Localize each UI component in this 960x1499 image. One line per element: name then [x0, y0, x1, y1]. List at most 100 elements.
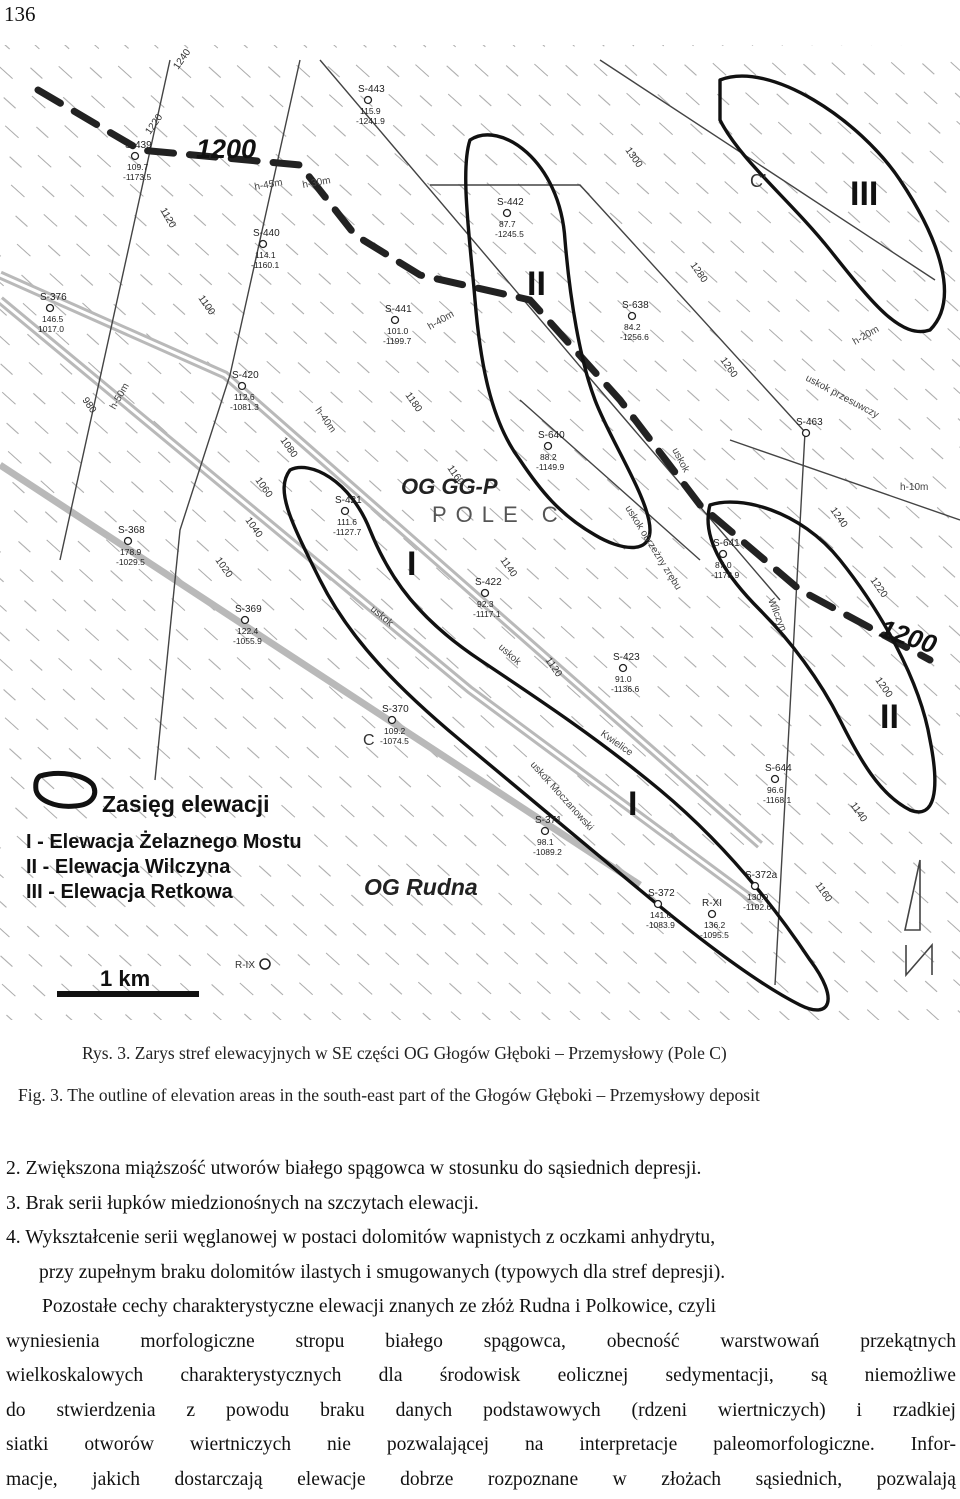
elevation-label-i-lower: I [628, 785, 637, 823]
well-id: S-372a [745, 870, 778, 881]
paragraph-line-4: do stwierdzenia z powodu braku danych po… [6, 1399, 956, 1421]
well-depth: -1178.9 [711, 570, 739, 580]
well-label-r-ix: R-IX [235, 960, 255, 971]
well-marker [258, 239, 268, 249]
well-thickness: 146.5 [42, 314, 64, 324]
well-marker [237, 381, 247, 391]
well-id: S-371 [535, 815, 562, 826]
well-id: S-423 [613, 652, 640, 663]
well-marker [390, 315, 400, 325]
well-marker [801, 428, 811, 438]
area-label-og-ggp: OG GG-P [401, 474, 498, 499]
well-depth: -1102.6 [743, 902, 771, 912]
area-label-og-rudna: OG Rudna [364, 874, 478, 900]
well-marker [707, 909, 717, 919]
well-marker [627, 311, 637, 321]
well-marker [340, 506, 350, 516]
well-marker [770, 774, 780, 784]
north-arrow [904, 859, 933, 978]
well-marker [750, 881, 760, 891]
well-depth: -1089.2 [533, 847, 562, 857]
well-depth: -1055.9 [233, 636, 262, 646]
well-id: S-443 [358, 84, 385, 95]
body-text: 2. Zwiększona miąższość utworów białego … [6, 1152, 956, 1497]
legend-item-2: II - Elewacja Wilczyna [26, 856, 231, 878]
well-thickness: 122.4 [237, 626, 259, 636]
well-id: S-638 [622, 300, 649, 311]
well-depth: -1168.1 [763, 795, 791, 805]
well-thickness: 98.1 [537, 837, 554, 847]
paragraph-line-5: siatki otworów wiertniczych nie pozwalaj… [6, 1434, 956, 1455]
thickness-label: h-45m [254, 177, 284, 193]
well-marker [540, 826, 550, 836]
well-marker [240, 615, 250, 625]
well-id: S-463 [796, 417, 823, 428]
well-id: S-441 [385, 304, 412, 315]
well-depth: -1245.5 [495, 229, 524, 239]
legend-item-1: I - Elewacja Żelaznego Mostu [26, 830, 302, 853]
wells-group: S-443115.9-1241.9S-439109.7-1173.5S-4428… [38, 84, 823, 940]
well-thickness: 87.7 [499, 219, 516, 229]
area-label-pole-c: POLE C [432, 502, 567, 527]
list-item-4-line-2: przy zupełnym braku dolomitów ilastych i… [39, 1261, 726, 1283]
well-depth: -1149.9 [536, 462, 564, 472]
well-marker [130, 151, 140, 161]
thickness-label: h-10m [900, 482, 928, 493]
well-id: S-440 [253, 228, 280, 239]
well-thickness: 96.6 [767, 785, 784, 795]
well-id: S-376 [40, 292, 67, 303]
scale-bar [57, 991, 199, 997]
well-thickness: 136.2 [704, 920, 726, 930]
contour-label-1200-top: 1200 [196, 134, 256, 164]
well-thickness: 109.2 [384, 726, 406, 736]
well-depth: -1083.9 [646, 920, 675, 930]
well-thickness: 109.7 [127, 162, 149, 172]
list-item-2: 2. Zwiększona miąższość utworów białego … [6, 1158, 702, 1179]
well-marker [45, 303, 55, 313]
legend-item-3: III - Elewacja Retkowa [26, 881, 234, 903]
well-thickness: 178.9 [120, 547, 142, 557]
well-id: S-420 [232, 370, 259, 381]
well-depth: -1074.5 [380, 736, 409, 746]
well-id: S-644 [765, 763, 792, 774]
section-letter-c-prime: C' [750, 171, 766, 191]
well-id: S-640 [538, 430, 565, 441]
legend-title: Zasięg elewacji [102, 791, 269, 817]
well-thickness: 114.1 [255, 250, 276, 260]
fault-zone-band [0, 270, 763, 909]
well-id: S-370 [382, 704, 409, 715]
elevation-label-iii: III [850, 175, 878, 213]
section-letter-c: C [363, 732, 375, 749]
well-marker [543, 441, 553, 451]
well-marker [718, 549, 728, 559]
paragraph-line-6: macje, jakich dostarczają elewacje dobrz… [6, 1468, 956, 1490]
caption-english: Fig. 3. The outline of elevation areas i… [18, 1085, 760, 1105]
well-depth: -1029.5 [116, 557, 145, 567]
well-marker [387, 715, 397, 725]
well-marker-r-ix [259, 958, 271, 970]
paragraph-line-1: Pozostałe cechy charakterystyczne elewac… [42, 1296, 717, 1317]
well-thickness: 130.9 [747, 892, 769, 902]
well-marker [653, 899, 663, 909]
well-thickness: 88.2 [540, 452, 557, 462]
well-thickness: 91.0 [615, 674, 632, 684]
well-id: S-439 [125, 140, 152, 151]
well-marker [123, 536, 133, 546]
well-id: S-421 [335, 495, 362, 506]
scale-label: 1 km [100, 966, 150, 991]
well-thickness: 111.6 [337, 517, 357, 527]
well-marker [618, 663, 628, 673]
well-depth: 1017.0 [38, 324, 64, 334]
well-id: S-442 [497, 197, 524, 208]
elevation-label-ii-lower: II [880, 698, 899, 736]
legend: Zasięg elewacji I - Elewacja Żelaznego M… [26, 770, 302, 997]
paragraph-line-3: wielkoskalowych charakterystycznych dla … [6, 1365, 956, 1386]
list-item-3: 3. Brak serii łupków miedzionośnych na s… [6, 1192, 479, 1214]
paragraph-line-2: wyniesienia morfologiczne stropu białego… [6, 1330, 956, 1352]
well-depth: -1173.5 [123, 172, 151, 182]
well-id: S-372 [648, 888, 675, 899]
well-id: S-422 [475, 577, 502, 588]
well-thickness: 87.0 [715, 560, 732, 570]
well-depth: -1256.6 [620, 332, 649, 342]
well-marker [480, 588, 490, 598]
